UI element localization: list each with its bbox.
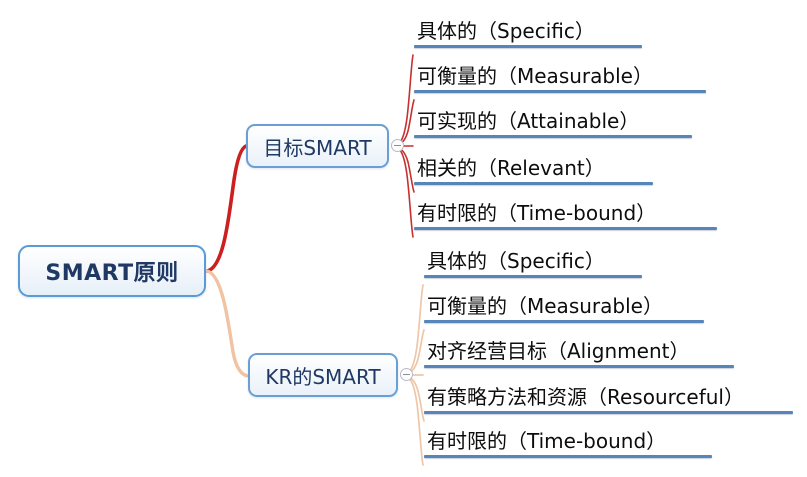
leaf-node-underline [424,365,734,368]
leaf-node[interactable]: 有策略方法和资源（Resourceful） [424,384,793,414]
connector-root-to-branch-0 [205,144,248,273]
leaf-node[interactable]: 有时限的（Time-bound） [424,428,712,458]
leaf-node-label: 有时限的（Time-bound） [427,429,667,453]
connector-branch-1-leaf-4 [400,374,424,466]
leaf-node-underline [414,135,692,138]
connector-branch-0-leaf-3 [391,145,415,193]
leaf-node[interactable]: 可实现的（Attainable） [414,108,692,138]
leaf-node-label: 有策略方法和资源（Resourceful） [427,385,744,409]
leaf-node-label: 可衡量的（Measurable） [417,64,653,88]
connector-root-to-branch-1 [205,269,250,378]
leaf-node-label: 可衡量的（Measurable） [427,294,663,318]
leaf-node-underline [414,227,717,230]
leaf-node[interactable]: 可衡量的（Measurable） [424,293,704,323]
leaf-node-label: 相关的（Relevant） [417,156,605,180]
branch-node-goal-smart[interactable]: 目标SMART [246,124,389,168]
leaf-node-label: 具体的（Specific） [427,249,605,273]
leaf-node-label: 可实现的（Attainable） [417,109,640,133]
connector-branch-0-leaf-0 [391,54,414,147]
leaf-node[interactable]: 可衡量的（Measurable） [414,63,706,93]
leaf-node-underline [424,411,793,414]
leaf-node-underline [414,90,706,93]
leaf-node-underline [424,455,712,458]
root-node[interactable]: SMART原则 [18,245,206,297]
branch-node-label: 目标SMART [263,135,372,160]
connector-branch-0-leaf-4 [391,145,414,238]
leaf-node[interactable]: 具体的（Specific） [414,18,642,48]
leaf-node-label: 对齐经营目标（Alignment） [427,339,690,363]
leaf-node[interactable]: 有时限的（Time-bound） [414,200,717,230]
branch-node-kr-smart[interactable]: KR的SMART [248,353,398,397]
leaf-node-label: 有时限的（Time-bound） [417,201,657,225]
leaf-node[interactable]: 相关的（Relevant） [414,155,653,185]
leaf-node-underline [414,45,642,48]
leaf-node-underline [424,320,704,323]
leaf-node-underline [424,275,642,278]
connector-branch-1-leaf-3 [400,374,425,422]
leaf-node-underline [414,182,653,185]
leaf-node[interactable]: 对齐经营目标（Alignment） [424,338,734,368]
branch-node-label: KR的SMART [265,364,381,389]
connector-branch-1-leaf-0 [400,284,424,376]
minus-circle-icon-branch-1[interactable] [400,368,413,381]
leaf-node[interactable]: 具体的（Specific） [424,248,642,278]
minus-circle-icon-branch-0[interactable] [391,139,404,152]
leaf-node-label: 具体的（Specific） [417,19,595,43]
root-node-label: SMART原则 [45,261,179,286]
